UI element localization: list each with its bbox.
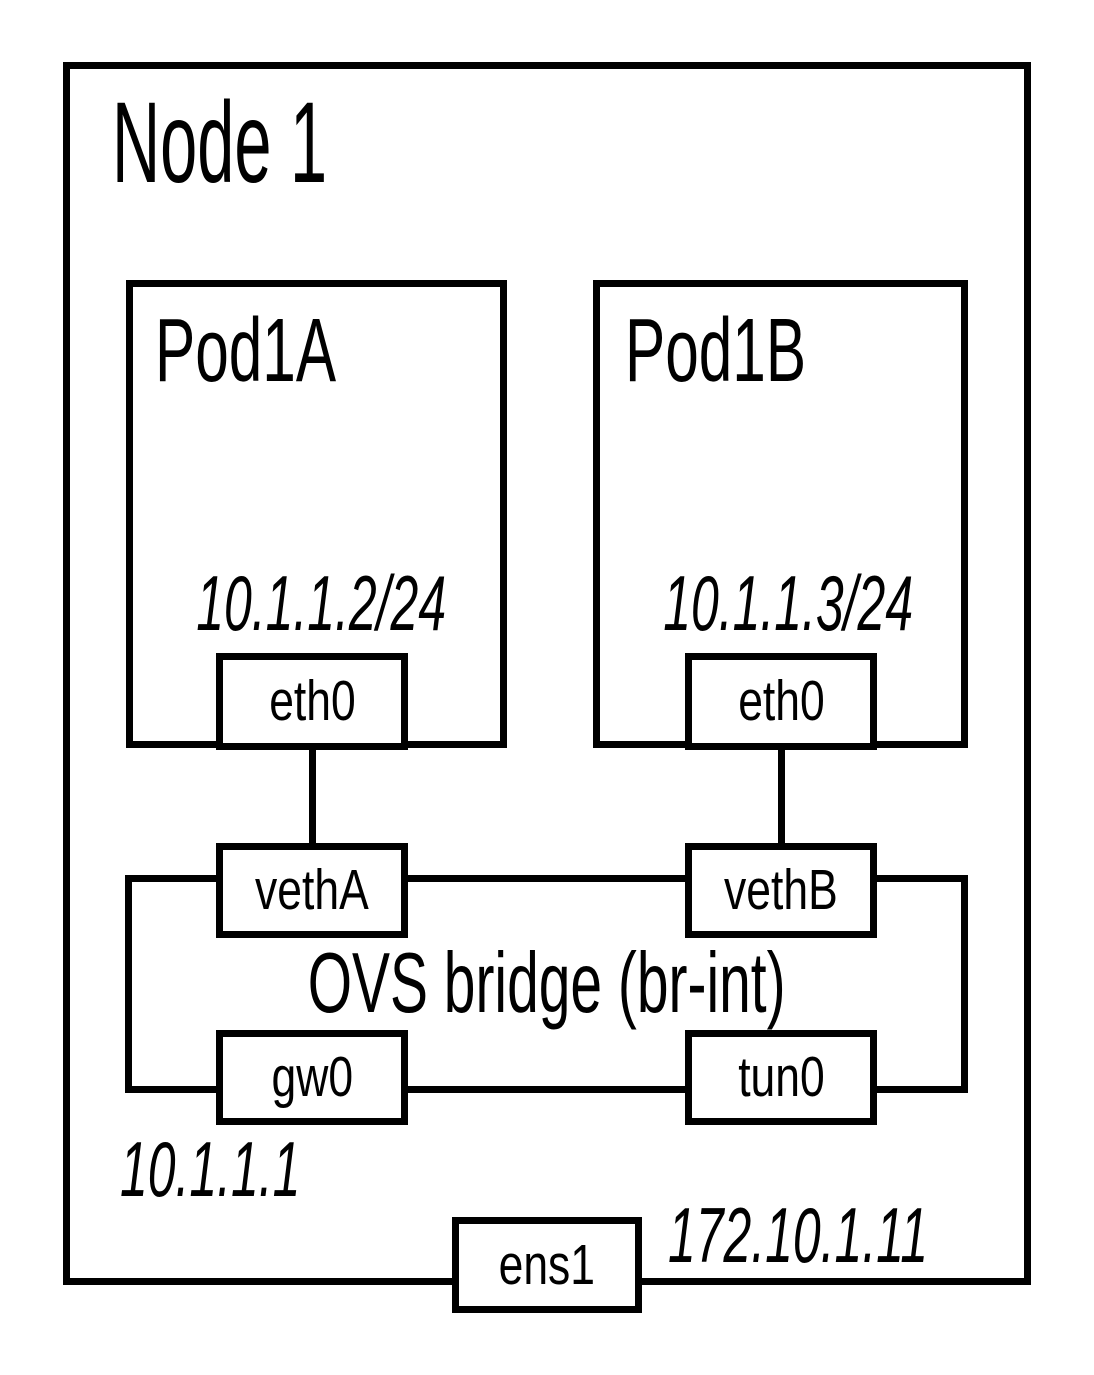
node1-title: Node 1 <box>112 79 328 207</box>
vethb-label: vethB <box>724 858 838 922</box>
ens1-port: ens1 <box>452 1217 642 1313</box>
vetha-port: vethA <box>216 843 408 938</box>
tun0-port: tun0 <box>685 1030 877 1125</box>
gateway-ip-label: 10.1.1.1 <box>120 1125 301 1213</box>
pod1b-eth0-port: eth0 <box>685 653 877 750</box>
uplink-ip-label: 172.10.1.11 <box>668 1191 929 1279</box>
pod1a-eth0-label: eth0 <box>268 669 356 733</box>
pod1a-title: Pod1A <box>155 301 337 401</box>
ens1-label: ens1 <box>498 1232 596 1297</box>
pod1b-eth0-label: eth0 <box>737 669 825 733</box>
pod1b-ip-label: 10.1.1.3/24 <box>663 559 914 647</box>
tun0-label: tun0 <box>737 1045 825 1109</box>
gw0-label: gw0 <box>271 1045 353 1109</box>
vetha-label: vethA <box>255 858 369 922</box>
link-eth0-vetha <box>309 748 316 845</box>
ovs-bridge-title: OVS bridge (br-int) <box>307 936 786 1031</box>
gw0-port: gw0 <box>216 1030 408 1125</box>
pod1a-eth0-port: eth0 <box>216 653 408 750</box>
pod1a-ip-label: 10.1.1.2/24 <box>196 559 447 647</box>
link-eth0-vethb <box>778 748 785 845</box>
vethb-port: vethB <box>685 843 877 938</box>
ovs-bridge-box <box>125 875 968 1093</box>
pod1b-title: Pod1B <box>625 301 807 401</box>
